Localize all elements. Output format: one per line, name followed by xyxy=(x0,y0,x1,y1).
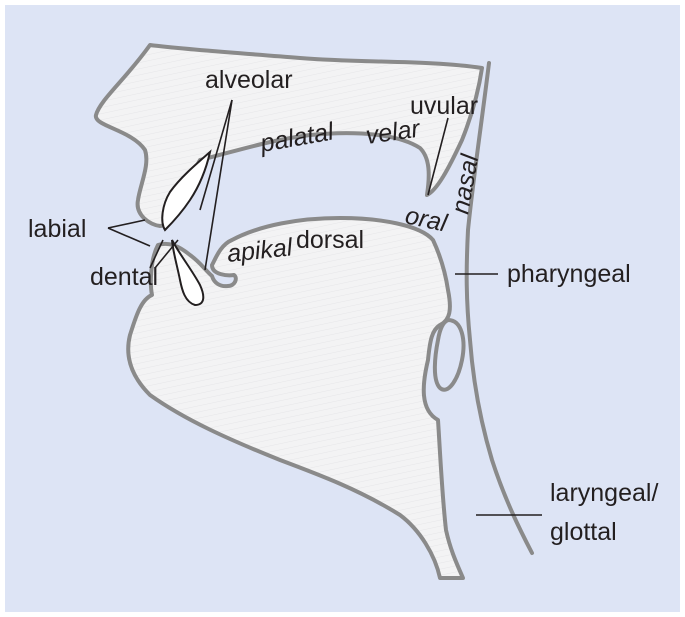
label-uvular: uvular xyxy=(410,92,478,120)
label-dental: dental xyxy=(90,263,158,291)
label-pharyngeal: pharyngeal xyxy=(507,260,631,288)
label-laryngeal: laryngeal/ xyxy=(550,479,658,507)
label-labial: labial xyxy=(28,215,86,243)
label-glottal: glottal xyxy=(550,518,617,546)
label-alveolar: alveolar xyxy=(205,66,293,94)
label-dorsal: dorsal xyxy=(296,226,364,254)
